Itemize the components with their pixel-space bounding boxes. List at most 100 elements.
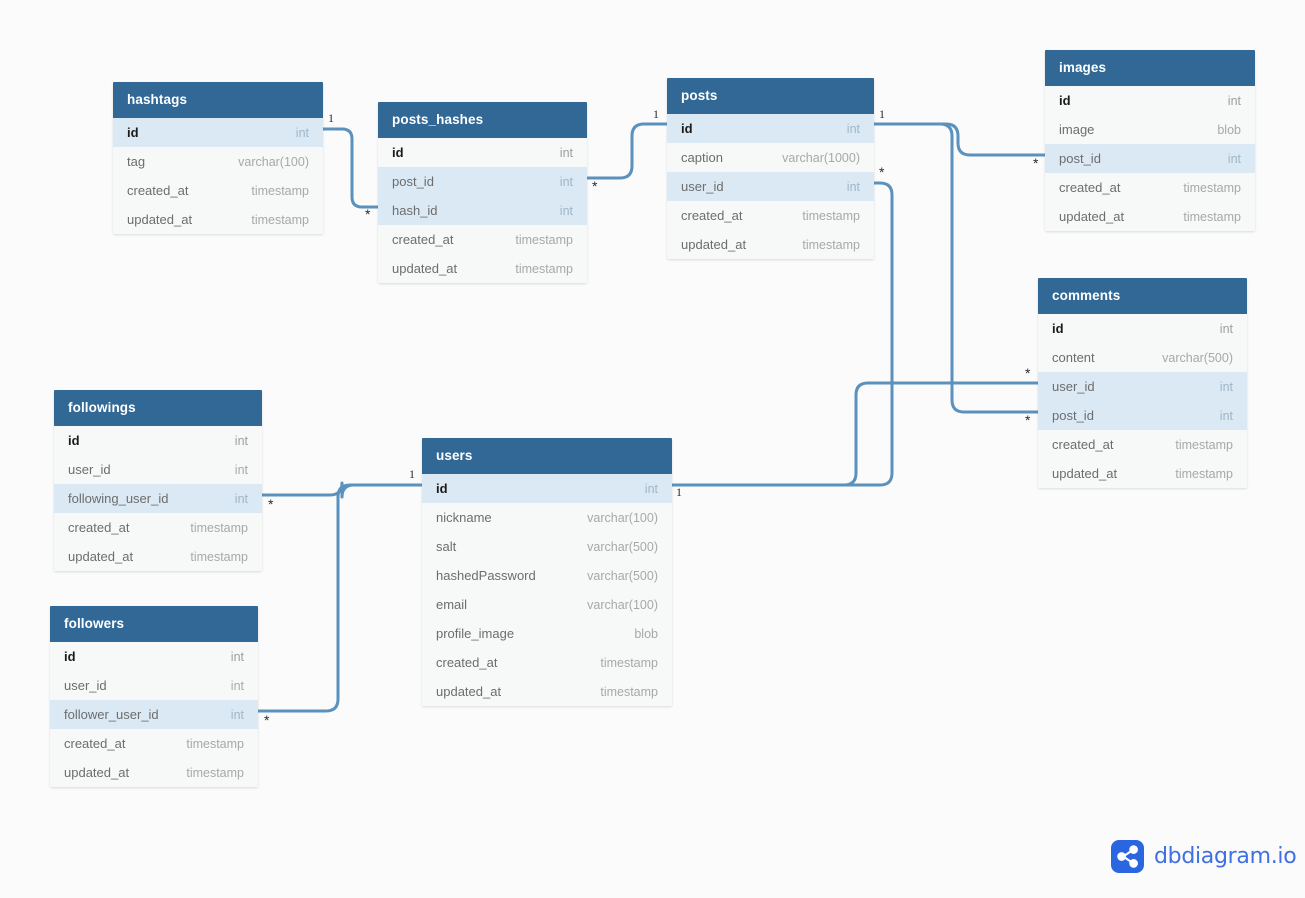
table-header-comments[interactable]: comments xyxy=(1038,278,1247,314)
field-type: int xyxy=(559,145,573,160)
table-header-followers[interactable]: followers xyxy=(50,606,258,642)
table-header-posts_hashes[interactable]: posts_hashes xyxy=(378,102,587,138)
field-type: timestamp xyxy=(1183,180,1241,195)
table-header-images[interactable]: images xyxy=(1045,50,1255,86)
field-name: image xyxy=(1059,122,1095,137)
field-type: int xyxy=(559,174,573,189)
cardinality-posts-id-one: 1 xyxy=(653,107,659,121)
cardinality-comments-postid-many: * xyxy=(1025,412,1031,428)
field-type: timestamp xyxy=(600,655,658,670)
field-name: following_user_id xyxy=(68,491,169,506)
field-name: updated_at xyxy=(68,549,134,564)
dbdiagram-logo[interactable]: dbdiagram.io xyxy=(1111,840,1297,873)
field-name: created_at xyxy=(681,208,743,223)
field-name: updated_at xyxy=(64,765,130,780)
relationship-posts_hashes-posts xyxy=(585,122,669,180)
field-name: updated_at xyxy=(681,237,747,252)
field-name: user_id xyxy=(64,678,107,693)
field-row-followers-updated_at[interactable]: updated_at timestamp xyxy=(50,758,258,787)
field-name: updated_at xyxy=(1059,209,1125,224)
field-name: id xyxy=(127,125,139,140)
field-row-followings-user_id[interactable]: user_id int xyxy=(54,455,262,484)
relationship-posts-images xyxy=(872,122,1047,157)
relationship-posts-comments xyxy=(872,122,1040,414)
field-type: int xyxy=(1219,321,1233,336)
table-header-followings[interactable]: followings xyxy=(54,390,262,426)
table-header-hashtags[interactable]: hashtags xyxy=(113,82,323,118)
cardinality-posts_hashes-postid-many: * xyxy=(592,178,598,194)
field-type: int xyxy=(295,125,309,140)
cardinality-followings-many: * xyxy=(268,496,274,512)
field-type: int xyxy=(234,433,248,448)
field-type: timestamp xyxy=(186,765,244,780)
field-name: user_id xyxy=(1052,379,1095,394)
cardinality-comments-userid-many: * xyxy=(1025,365,1031,381)
field-type: int xyxy=(234,462,248,477)
field-name: caption xyxy=(681,150,723,165)
field-type: varchar(100) xyxy=(238,154,309,169)
field-type: int xyxy=(230,707,244,722)
field-name: id xyxy=(436,481,448,496)
field-name: user_id xyxy=(68,462,111,477)
field-name: email xyxy=(436,597,468,612)
field-name: salt xyxy=(436,539,457,554)
field-row-hashtags-id[interactable]: id int xyxy=(113,118,323,147)
table-header-users[interactable]: users xyxy=(422,438,672,474)
field-type: int xyxy=(1227,151,1241,166)
field-name: created_at xyxy=(68,520,130,535)
table-header-posts[interactable]: posts xyxy=(667,78,874,114)
cardinality-users-id-one-right: 1 xyxy=(676,485,682,499)
field-name: post_id xyxy=(1052,408,1094,423)
field-name: id xyxy=(64,649,76,664)
